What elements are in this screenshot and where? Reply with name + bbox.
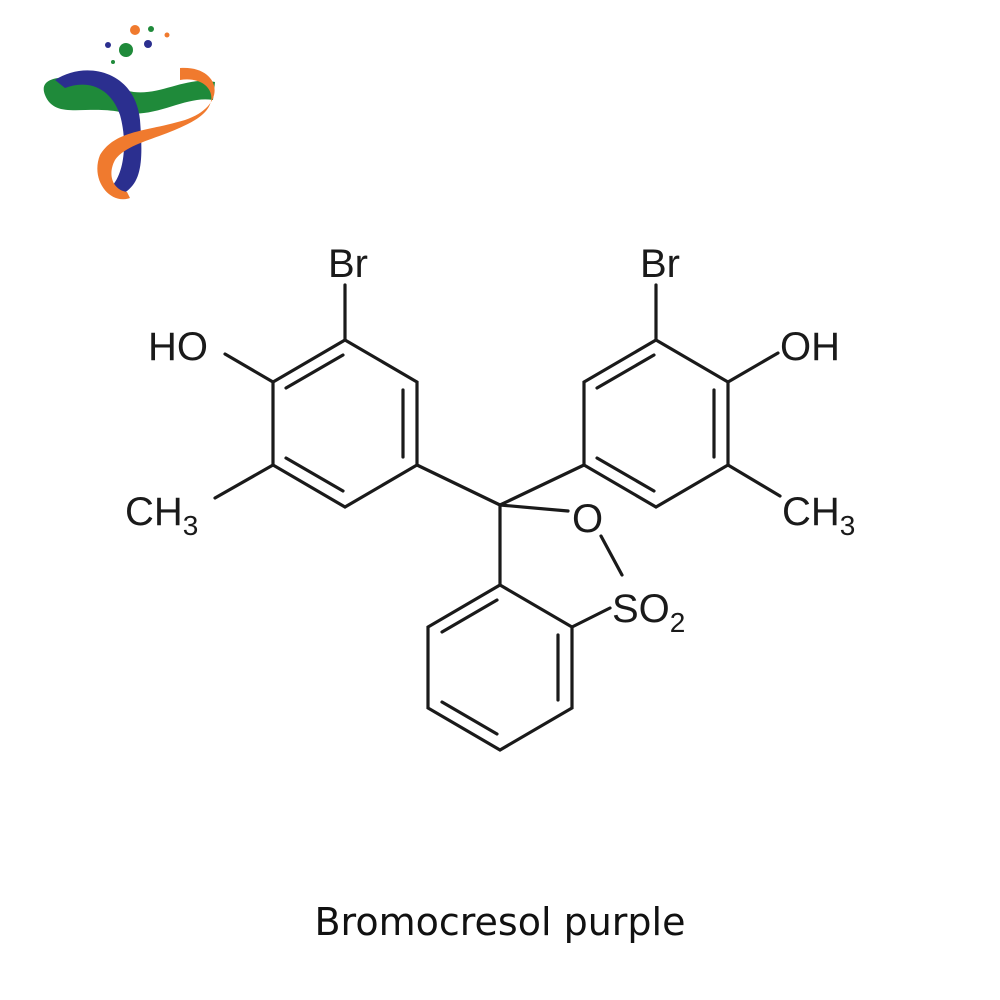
- bromine-label-right: Br: [640, 242, 680, 286]
- logo-icon: [43, 25, 216, 200]
- sultone-ring: [498, 503, 624, 629]
- left-phenol-ring: [213, 283, 502, 509]
- methyl-label-right: CH3: [782, 490, 855, 541]
- sulfonyl-label: SO2: [612, 587, 685, 638]
- methyl-label-left: CH3: [125, 490, 198, 541]
- compound-name-caption: Bromocresol purple: [314, 900, 686, 944]
- right-phenol-ring: [498, 283, 782, 509]
- oxygen-label: O: [572, 497, 603, 541]
- bromine-label-left: Br: [328, 242, 368, 286]
- benzo-ring: [426, 583, 574, 752]
- hydroxyl-label-right: OH: [780, 325, 840, 369]
- hydroxyl-label-left: HO: [148, 325, 208, 369]
